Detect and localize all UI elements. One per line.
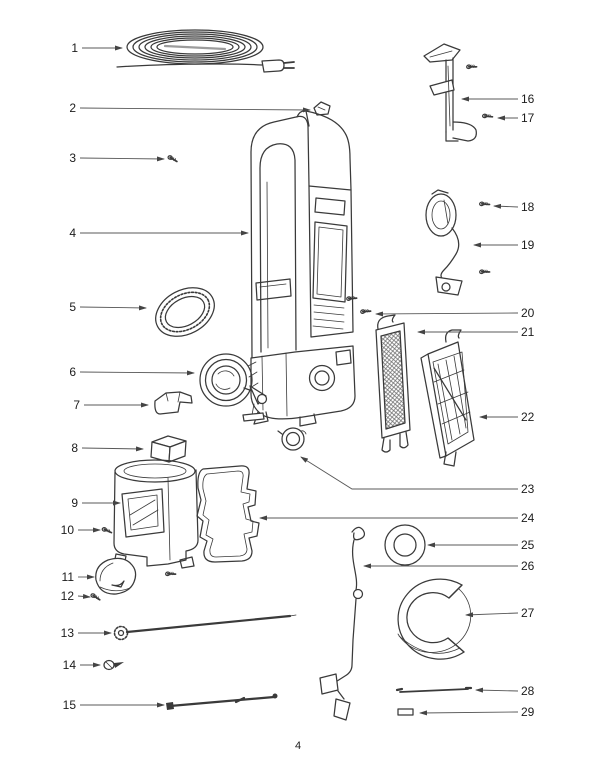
callout-14: 14	[63, 658, 101, 672]
page-number: 4	[295, 740, 301, 752]
callout-label-29: 29	[521, 705, 535, 719]
callout-9: 9	[71, 496, 121, 510]
callout-3: 3	[69, 151, 165, 165]
callout-20: 20	[375, 306, 535, 320]
callout-label-13: 13	[61, 626, 75, 640]
callout-27: 27	[465, 606, 535, 620]
callout-24: 24	[259, 511, 535, 525]
callout-label-28: 28	[521, 684, 535, 698]
callout-label-8: 8	[71, 441, 78, 455]
callout-label-9: 9	[71, 496, 78, 510]
callout-label-27: 27	[521, 606, 535, 620]
callout-12: 12	[61, 589, 91, 603]
callout-label-4: 4	[69, 226, 76, 240]
screw-icon	[164, 569, 177, 578]
callout-label-7: 7	[73, 398, 80, 412]
part-4-duct-body-assembly	[247, 110, 356, 427]
callout-17: 17	[497, 111, 535, 125]
callout-label-3: 3	[69, 151, 76, 165]
callout-label-16: 16	[521, 92, 535, 106]
callout-15: 15	[63, 698, 165, 712]
callout-label-22: 22	[521, 410, 535, 424]
part-6-motor-fan-assembly	[199, 353, 268, 422]
part-7-bracket	[154, 391, 193, 415]
callout-29: 29	[419, 705, 535, 719]
callout-label-24: 24	[521, 511, 535, 525]
part-18-screw-icon	[478, 199, 491, 208]
callout-11: 11	[62, 570, 95, 584]
part-1-power-cord	[116, 29, 295, 73]
callout-26: 26	[363, 559, 535, 573]
callout-13: 13	[61, 626, 112, 640]
callout-16: 16	[461, 92, 535, 106]
part-21-filter-cartridge	[375, 314, 411, 453]
part-8-filter-block	[150, 435, 187, 463]
part-19-hose-guide	[425, 189, 463, 296]
part-9-lower-housing	[113, 459, 199, 569]
part-15-brush-rod	[166, 693, 278, 710]
callout-label-17: 17	[521, 111, 535, 125]
callout-5: 5	[69, 300, 147, 314]
callout-label-5: 5	[69, 300, 76, 314]
part-14-bearing	[103, 659, 124, 671]
callout-4: 4	[69, 226, 249, 240]
callout-7: 7	[73, 398, 149, 412]
part-23-knob	[277, 427, 307, 451]
callouts: 1 2 3 4 5 6 7 8	[61, 41, 535, 719]
callout-label-19: 19	[521, 238, 535, 252]
part-12-screw-icon	[89, 592, 102, 601]
screw-icon	[465, 62, 478, 71]
callout-10: 10	[61, 523, 101, 537]
callout-label-15: 15	[63, 698, 77, 712]
callout-label-10: 10	[61, 523, 75, 537]
callout-label-12: 12	[61, 589, 75, 603]
callout-label-21: 21	[521, 325, 535, 339]
callout-6: 6	[69, 365, 195, 379]
part-24-gasket	[196, 465, 260, 563]
callout-25: 25	[427, 538, 535, 552]
callout-label-11: 11	[62, 570, 75, 584]
part-3-screw-icon	[166, 154, 179, 163]
part-20-screws	[345, 293, 372, 316]
callout-label-20: 20	[521, 306, 535, 320]
part-27-bumper-cuff	[397, 578, 472, 660]
part-5-belt	[155, 287, 215, 337]
callout-label-25: 25	[521, 538, 535, 552]
part-26-release-cable	[319, 526, 366, 721]
callout-label-1: 1	[71, 41, 78, 55]
part-28-rod	[395, 686, 473, 693]
part-16-cord-hook	[423, 43, 477, 142]
callout-19: 19	[473, 238, 535, 252]
part-25-washer-ring	[384, 524, 426, 566]
part-13-agitator-shaft	[113, 614, 297, 641]
callout-label-18: 18	[521, 200, 535, 214]
callout-1: 1	[71, 41, 123, 55]
part-17-screw-icon	[481, 112, 494, 120]
callout-22: 22	[479, 410, 535, 424]
callout-28: 28	[475, 684, 535, 698]
callout-21: 21	[417, 325, 535, 339]
callout-label-6: 6	[69, 365, 76, 379]
callout-23: 23	[300, 456, 535, 496]
callout-18: 18	[493, 200, 535, 214]
part-29-plate	[397, 708, 414, 716]
screw-icon	[478, 267, 491, 276]
callout-2: 2	[69, 101, 311, 115]
callout-label-14: 14	[63, 658, 77, 672]
callout-8: 8	[71, 441, 144, 455]
part-10-screw-icon	[101, 526, 113, 534]
part-22-filter-grille	[420, 329, 475, 467]
callout-label-2: 2	[69, 101, 76, 115]
callout-label-23: 23	[521, 482, 535, 496]
callout-label-26: 26	[521, 559, 535, 573]
part-11-cap	[95, 557, 137, 595]
